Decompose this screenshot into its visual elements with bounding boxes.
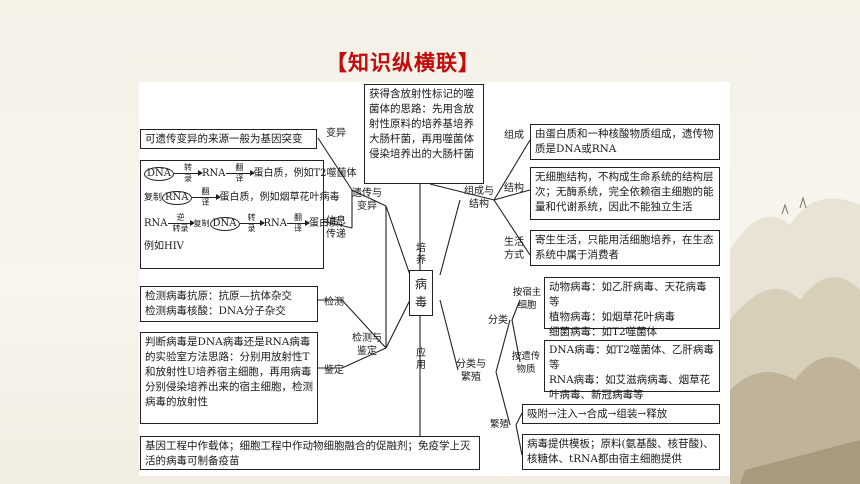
core-node-char-2: 毒 (414, 295, 427, 309)
translate-arrow-3: 翻译 (287, 214, 311, 233)
dna-virus-text: DNA病毒：如T2噬菌体、乙肝病毒等 (549, 344, 714, 371)
application-box: 基因工程中作载体；细胞工程中作动物细胞融合的促融剂；免疫学上灭活的病毒可制备疫苗 (140, 436, 480, 470)
structure-box: 无细胞结构，不构成生命系统的结构层次；无酶系统，完全依赖宿主细胞的能量和代谢系统… (530, 167, 720, 220)
detect-nucleic-text: 检测病毒核酸：DNA分子杂交 (145, 305, 286, 317)
label-info-transfer: 信息传递 (326, 216, 346, 240)
rna-circled: RNA (162, 191, 192, 205)
plant-virus-text: 植物病毒：如烟草花叶病毒 (549, 311, 675, 323)
animal-virus-text: 动物病毒：如乙肝病毒、天花病毒等 (549, 281, 707, 308)
dna-circled: DNA (144, 167, 174, 181)
detect-antigen-text: 检测病毒抗原：抗原—抗体杂交 (145, 290, 292, 302)
label-by-material: 按遗传物质 (511, 351, 541, 375)
bacterial-virus-text: 细菌病毒：如T2噬菌体 (549, 326, 658, 338)
host-classification-box: 动物病毒：如乙肝病毒、天花病毒等 植物病毒：如烟草花叶病毒 细菌病毒：如T2噬菌… (544, 277, 720, 338)
identification-method-box: 判断病毒是DNA病毒还是RNA病毒的实验室方法思路：分别用放射性T和放射性U培养… (140, 332, 318, 424)
lifestyle-box: 寄生生活，只能用活细胞培养，在生态系统中属于消费者 (530, 230, 720, 266)
label-by-host: 按宿主细胞 (512, 287, 542, 311)
center-label-application: 应用 (416, 348, 426, 371)
translate-arrow: 翻译 (225, 164, 255, 183)
detection-methods-box: 检测病毒抗原：抗原—抗体杂交 检测病毒核酸：DNA分子杂交 (140, 286, 318, 322)
flow-row-3-tail: 例如HIV (144, 241, 184, 252)
dna-circled-2: DNA (209, 217, 240, 231)
translate-arrow-2: 翻译 (191, 188, 221, 207)
label-reproduce: 繁殖 (490, 419, 510, 430)
label-detect-branch: 检测与鉴定 (352, 333, 382, 357)
center-label-culture: 培养 (416, 243, 426, 266)
label-identify: 鉴定 (324, 365, 344, 376)
label-lifestyle: 生活方式 (504, 237, 524, 261)
reproduction-steps-box: 吸附→注入→合成→组装→释放 (522, 404, 720, 424)
reverse-transcribe-arrow: 逆转录 (167, 214, 195, 233)
rna-virus-text: RNA病毒：如艾滋病病毒、烟草花叶病毒、新冠病毒等 (549, 374, 711, 401)
core-node-char-1: 病 (414, 277, 427, 291)
label-variation: 变异 (326, 128, 346, 139)
composition-box: 由蛋白质和一种核酸物质组成，遗传物质是DNA或RNA (530, 124, 720, 160)
label-classify: 分类 (488, 315, 508, 326)
transcribe-arrow-3: 转录 (239, 214, 265, 233)
labeled-phage-method-box: 获得含放射性标记的噬菌体的思路：先用含放射性原料的培养基培养大肠杆菌，再用噬菌体… (364, 84, 484, 184)
core-node-virus: 病 毒 (409, 270, 433, 316)
transcribe-arrow: 转录 (174, 164, 203, 183)
variation-source-box: 可遗传变异的来源一般为基因突变 (140, 129, 317, 149)
material-classification-box: DNA病毒：如T2噬菌体、乙肝病毒等 RNA病毒：如艾滋病病毒、烟草花叶病毒、新… (544, 340, 720, 401)
label-detect: 检测 (324, 297, 344, 308)
page-title: 【知识纵横联】 (326, 51, 480, 75)
label-structure: 结构 (504, 183, 524, 194)
label-class-branch: 分类与繁殖 (456, 359, 486, 383)
label-heredity-branch: 遗传与变异 (352, 188, 382, 212)
label-composition: 组成 (504, 130, 524, 141)
reproduction-materials-box: 病毒提供模板；原料(氨基酸、核苷酸)、核糖体、tRNA都由宿主细胞提供 (522, 434, 720, 470)
label-comp-branch: 组成与结构 (464, 186, 494, 210)
